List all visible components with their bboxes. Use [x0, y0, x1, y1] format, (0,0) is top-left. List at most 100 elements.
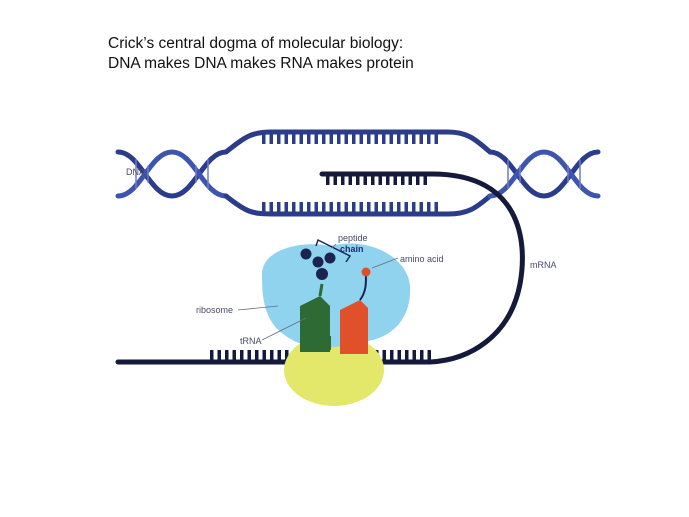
trna-orange: [340, 275, 368, 354]
base-tick: [412, 350, 416, 360]
peptide-bead: [316, 268, 328, 280]
base-tick: [363, 176, 367, 185]
mrna-backbone: [115, 171, 525, 365]
base-tick: [344, 134, 348, 144]
dna-strand-right-b: [487, 149, 601, 199]
base-tick: [285, 350, 289, 360]
base-tick: [420, 350, 424, 360]
base-tick: [367, 134, 371, 144]
peptide-chain-bracket: [315, 239, 352, 263]
base-tick: [434, 134, 438, 144]
base-tick: [341, 176, 345, 185]
base-tick: [262, 350, 266, 360]
label-leader-lines: [237, 243, 399, 341]
base-tick: [397, 350, 401, 360]
base-tick: [359, 134, 363, 144]
base-tick: [307, 202, 311, 212]
base-tick: [405, 350, 409, 360]
ribosome-label: ribosome: [196, 305, 233, 315]
chain-label: chain: [340, 244, 364, 254]
base-tick: [210, 350, 214, 360]
base-tick: [359, 202, 363, 212]
base-tick: [270, 350, 274, 360]
base-tick: [419, 134, 423, 144]
mrna-label: mRNA: [530, 260, 557, 270]
base-tick: [352, 202, 356, 212]
dna-strand-right-a: [487, 149, 601, 199]
base-tick: [225, 350, 229, 360]
base-tick: [292, 202, 296, 212]
base-tick: [423, 176, 427, 185]
base-tick: [404, 134, 408, 144]
peptide-bead: [312, 256, 324, 268]
base-tick: [322, 134, 326, 144]
dna-strand-top: [223, 129, 493, 155]
heading-line-2: DNA makes DNA makes RNA makes protein: [108, 55, 414, 72]
amino-acid-label: amino acid: [400, 254, 444, 264]
base-tick: [427, 202, 431, 212]
dna-strand-left-a: [115, 149, 229, 199]
base-tick: [382, 350, 386, 360]
dna-bottom-bases: [262, 202, 438, 212]
base-tick: [427, 350, 431, 360]
base-tick: [386, 176, 390, 185]
base-tick: [232, 350, 236, 360]
base-tick: [427, 134, 431, 144]
base-tick: [367, 202, 371, 212]
amino-acid: [361, 267, 371, 277]
base-tick: [299, 134, 303, 144]
base-tick: [416, 176, 420, 185]
base-tick: [255, 350, 259, 360]
dna-label: DNA: [126, 167, 145, 177]
base-tick: [326, 176, 330, 185]
heading-line-1: Crick’s central dogma of molecular biolo…: [108, 35, 404, 52]
base-tick: [382, 202, 386, 212]
base-tick: [240, 350, 244, 360]
base-tick: [269, 202, 273, 212]
dna-helix: [115, 129, 601, 217]
base-tick: [277, 202, 281, 212]
base-tick: [356, 176, 360, 185]
dna-strand-bottom: [223, 193, 493, 217]
base-tick: [284, 134, 288, 144]
base-tick: [374, 202, 378, 212]
base-tick: [412, 134, 416, 144]
base-tick: [277, 134, 281, 144]
base-tick: [348, 176, 352, 185]
base-tick: [378, 176, 382, 185]
peptide-bead: [300, 248, 312, 260]
base-tick: [314, 134, 318, 144]
peptide-bead: [324, 252, 336, 264]
base-tick: [344, 202, 348, 212]
base-tick: [277, 350, 281, 360]
base-tick: [382, 134, 386, 144]
base-tick: [374, 134, 378, 144]
base-tick: [247, 350, 251, 360]
base-tick: [329, 134, 333, 144]
base-tick: [299, 202, 303, 212]
base-tick: [397, 134, 401, 144]
ribosome-large-subunit: [262, 243, 411, 348]
base-tick: [408, 176, 412, 185]
base-tick: [352, 134, 356, 144]
base-tick: [412, 202, 416, 212]
dna-base-pairs: [135, 159, 581, 189]
peptide-label: peptide: [338, 233, 368, 243]
base-tick: [262, 134, 266, 144]
base-tick: [322, 202, 326, 212]
base-tick: [401, 176, 405, 185]
trna-label: tRNA: [240, 336, 262, 346]
base-tick: [337, 134, 341, 144]
peptide-chain: [300, 248, 336, 280]
base-tick: [390, 350, 394, 360]
base-tick: [262, 202, 266, 212]
base-tick: [217, 350, 221, 360]
base-tick: [397, 202, 401, 212]
base-tick: [419, 202, 423, 212]
base-tick: [269, 134, 273, 144]
dna-strand-left-b: [115, 149, 229, 199]
base-tick: [292, 134, 296, 144]
base-tick: [284, 202, 288, 212]
